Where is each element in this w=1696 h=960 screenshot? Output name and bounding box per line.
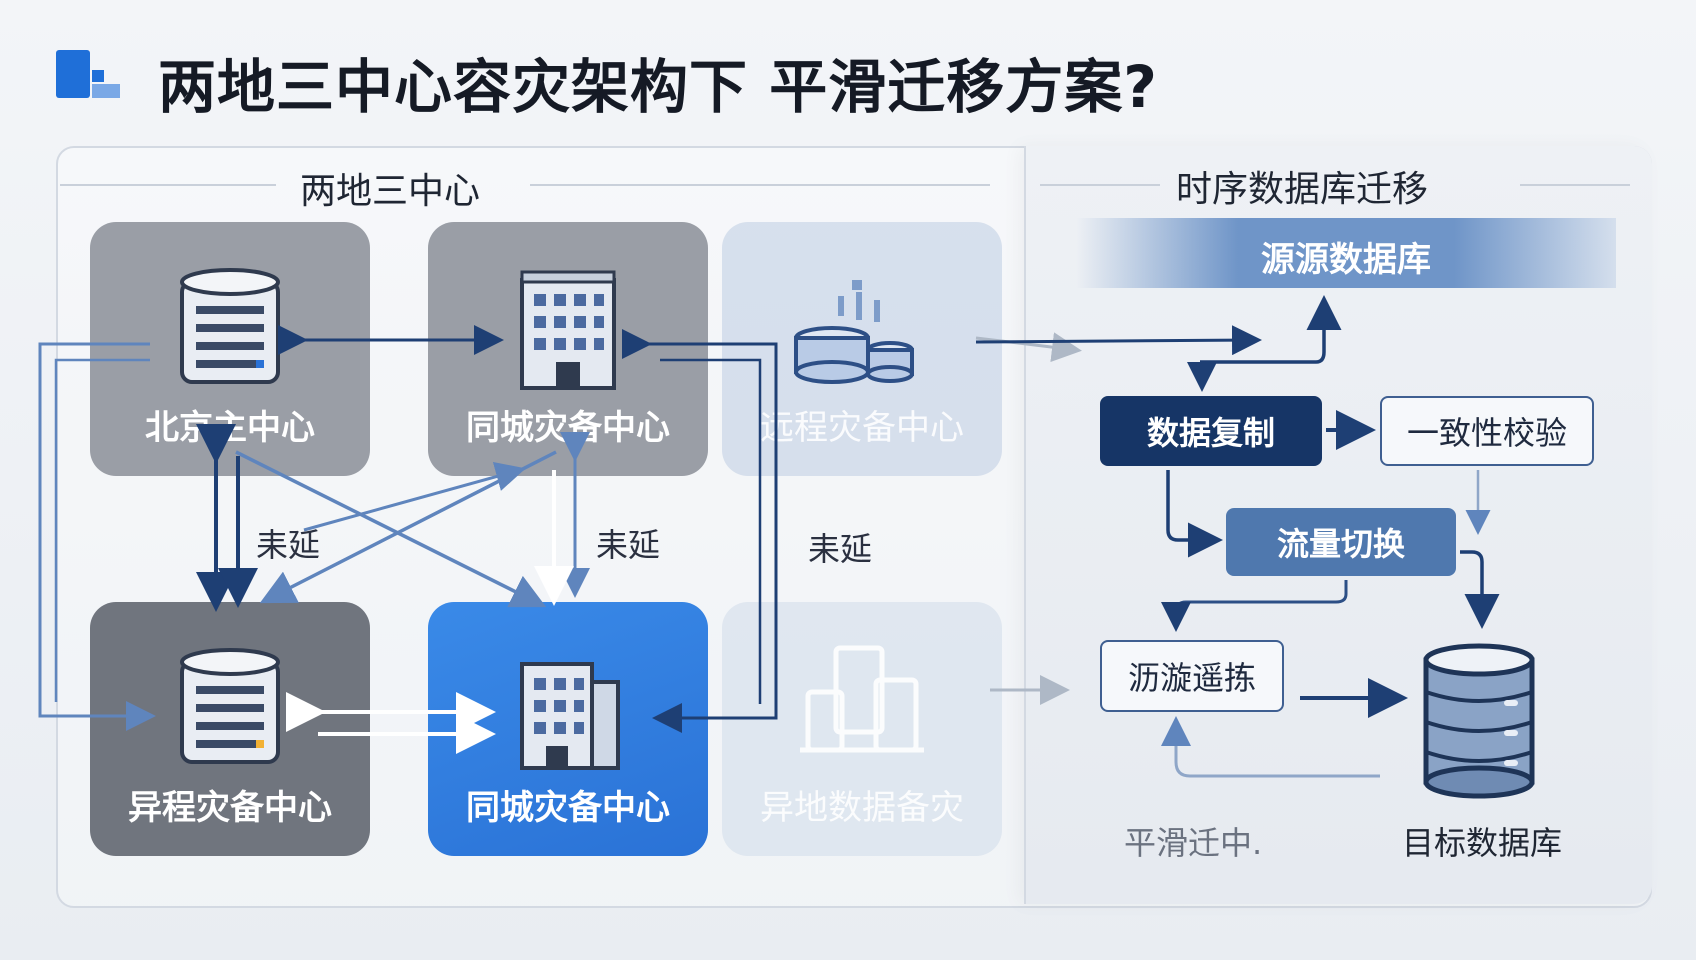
link-right-loop	[660, 358, 762, 704]
in-progress-label: 平滑迁中.	[1124, 824, 1263, 862]
target-database-icon	[1423, 643, 1535, 799]
traffic-switch-step[interactable]: 流量切换	[1226, 508, 1456, 576]
link-replication-switch	[1166, 470, 1223, 558]
link-switch-rollback	[1161, 580, 1348, 632]
consistency-check-step[interactable]: 一致性校验	[1380, 396, 1594, 466]
dc-label: 同城灾备中心	[466, 788, 670, 828]
data-replication-step[interactable]: 数据复制	[1100, 396, 1322, 466]
dc-remote-backup[interactable]: 远程灾备中心	[722, 222, 1002, 476]
link-outer-loop	[54, 358, 150, 702]
divider	[530, 184, 990, 186]
latency-label: 耒延	[256, 526, 321, 564]
logo-icon	[56, 50, 122, 100]
source-db-band: 源源数据库	[1076, 218, 1616, 288]
link-to-migration	[975, 332, 1082, 363]
page-title: 两地三中心容灾架构下 平滑迁移方案?	[158, 53, 1158, 121]
building-outline-icon	[800, 645, 924, 753]
target-db-label: 目标数据库	[1402, 824, 1563, 862]
dc-label: 异地数据备灾	[760, 788, 964, 828]
latency-label: 耒延	[808, 530, 873, 568]
dc-label: 远程灾备中心	[760, 408, 964, 448]
database-server-icon	[180, 648, 280, 764]
database-cluster-icon	[794, 280, 914, 384]
link-switch-target	[1460, 550, 1500, 629]
link-diagonal	[303, 461, 526, 532]
divider	[1040, 184, 1160, 186]
link-right-loop	[622, 329, 778, 733]
divider	[1520, 184, 1630, 186]
link-to-source	[975, 325, 1262, 356]
link-outer-loop	[38, 342, 156, 731]
dc-offsite-data-backup[interactable]: 异地数据备灾	[722, 602, 1002, 856]
section-title-left: 两地三中心	[300, 171, 481, 212]
office-building-icon	[520, 662, 620, 770]
rollback-step[interactable]: 沥漩遥拣	[1100, 640, 1284, 712]
dc-label: 异程灾备中心	[128, 788, 332, 828]
source-db-label: 源源数据库	[1261, 240, 1431, 280]
link-diagonal	[235, 450, 547, 608]
office-building-icon	[520, 270, 616, 390]
link-target-rollback	[1161, 716, 1380, 778]
divider	[60, 184, 276, 186]
link-diagonal	[259, 450, 557, 604]
link-source-up	[1200, 295, 1342, 364]
link-to-replication	[1187, 360, 1316, 392]
section-title-right: 时序数据库迁移	[1176, 169, 1429, 210]
